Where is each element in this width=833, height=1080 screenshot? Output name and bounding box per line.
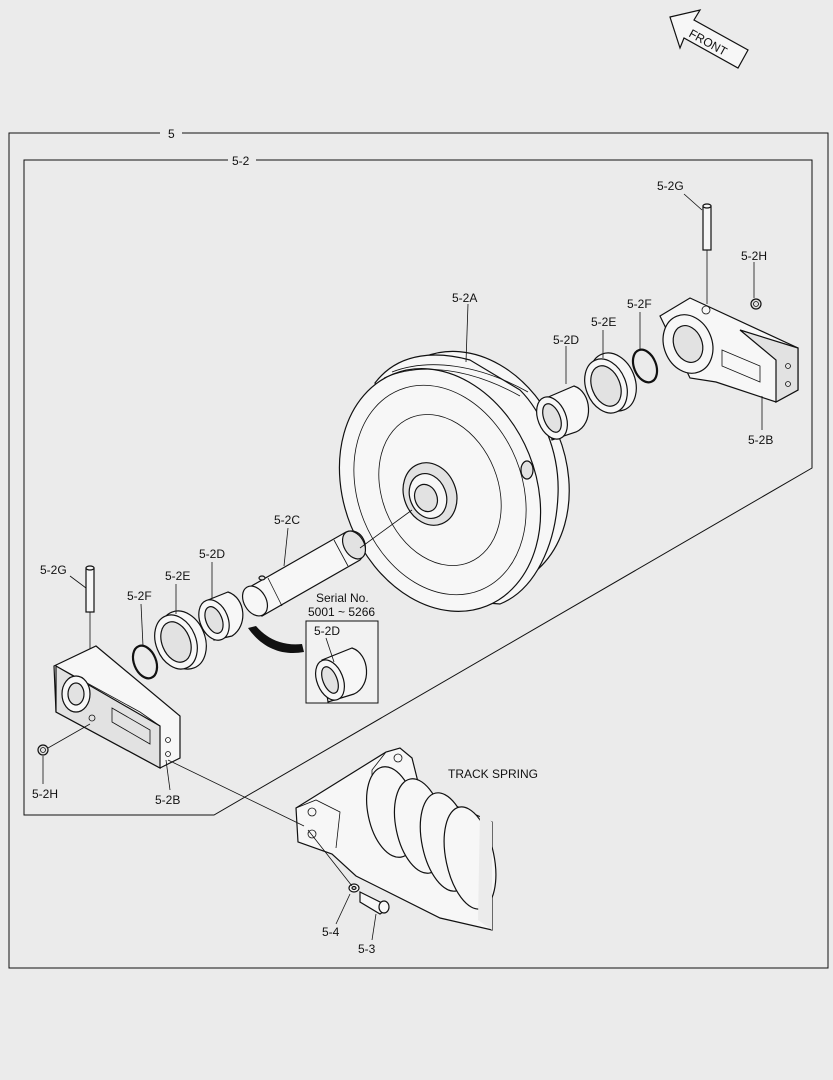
label-5-2g-right: 5-2G	[657, 179, 684, 193]
oring-right	[631, 348, 659, 384]
label-5-2d-right: 5-2D	[553, 333, 579, 347]
bolt	[359, 891, 390, 915]
assembly-5-frame	[8, 132, 829, 969]
seal-right	[584, 352, 637, 414]
label-5-4: 5-4	[322, 925, 340, 939]
track-spring-label: TRACK SPRING	[448, 767, 538, 781]
bushing-right	[536, 385, 590, 441]
label-5-2h-right: 5-2H	[741, 249, 767, 263]
label-5-3: 5-3	[358, 942, 376, 956]
label-5-2a: 5-2A	[452, 291, 477, 305]
seal-left	[154, 610, 207, 670]
oring-left	[131, 644, 159, 680]
label-5-2e-left: 5-2E	[165, 569, 190, 583]
assembly-5-2-frame	[23, 159, 813, 816]
inset-pointer-arrow	[248, 626, 304, 653]
pin-right	[702, 203, 712, 251]
shaft	[241, 530, 367, 617]
serial-note-line2: 5001 ~ 5266	[308, 605, 375, 619]
bushing-left	[198, 591, 244, 641]
serial-note-line1: Serial No.	[316, 591, 369, 605]
label-5-2c: 5-2C	[274, 513, 300, 527]
bracket-right	[659, 297, 799, 404]
track-spring	[295, 747, 497, 931]
plug-left	[37, 744, 49, 756]
label-5-2f-left: 5-2F	[127, 589, 152, 603]
bracket-left	[53, 645, 181, 770]
bushing-inset	[315, 647, 368, 703]
idler-wheel	[338, 350, 570, 612]
label-5: 5	[168, 127, 175, 141]
label-5-2d-inset: 5-2D	[314, 624, 340, 638]
label-5-2b-right: 5-2B	[748, 433, 773, 447]
label-5-2f-right: 5-2F	[627, 297, 652, 311]
label-5-2: 5-2	[232, 154, 250, 168]
label-5-2d-left: 5-2D	[199, 547, 225, 561]
plug-right	[750, 298, 762, 310]
label-5-2e-right: 5-2E	[591, 315, 616, 329]
label-5-2h-left: 5-2H	[32, 787, 58, 801]
washer	[348, 883, 360, 893]
label-5-2b-left: 5-2B	[155, 793, 180, 807]
pin-left	[85, 565, 95, 613]
front-arrow-icon: FRONT	[669, 9, 749, 69]
label-5-2g-left: 5-2G	[40, 563, 67, 577]
